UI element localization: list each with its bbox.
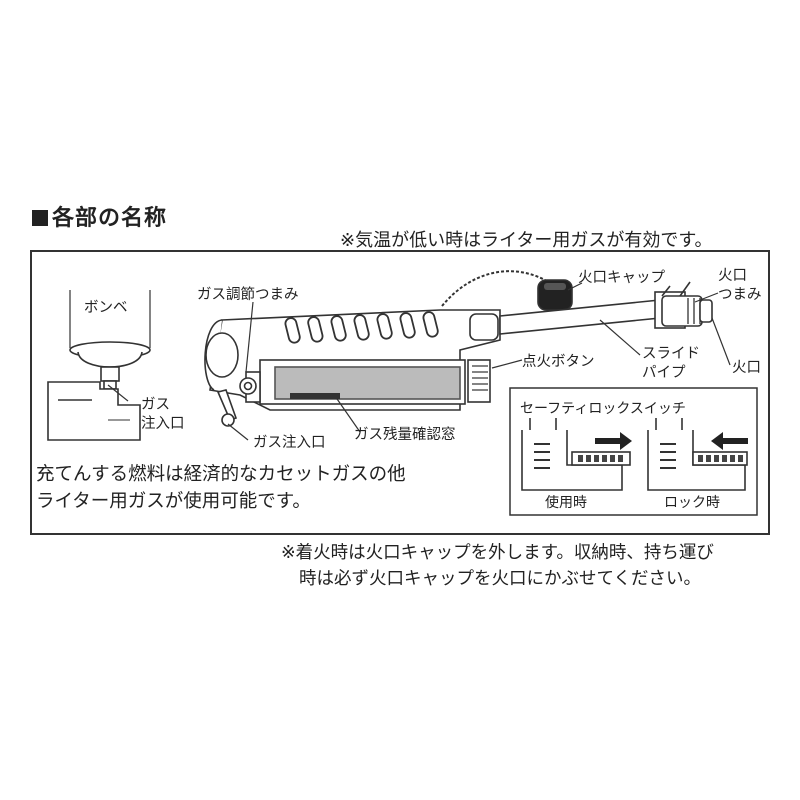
fuel-note-line-2: ライター用ガスが使用可能です。 [36, 491, 311, 512]
safety-lock-inset [509, 387, 758, 516]
arrow-right-icon [595, 432, 632, 450]
arrow-left-icon [711, 432, 748, 450]
title-square-icon [32, 210, 48, 226]
cap-usage-note: ※着火時は火口キャップを外します。収納時、持ち運び 時は必ず火口キャップを火口に… [281, 540, 714, 592]
leader-lines [107, 282, 731, 441]
low-temperature-note: ※気温が低い時はライター用ガスが有効です。 [340, 230, 713, 251]
label-gas-level-window: ガス残量確認窓 [354, 427, 456, 443]
section-title-text: 各部の名称 [52, 206, 168, 231]
label-nozzle-knob: 火口 つまみ [718, 268, 762, 303]
lighter-body-illustration [204, 309, 501, 427]
label-slide-pipe: スライド パイプ [642, 346, 700, 381]
label-ignition-button: 点火ボタン [522, 354, 595, 370]
safety-lock-title: セーフティロックスイッチ [520, 401, 686, 417]
gas-cylinder-illustration [47, 290, 151, 441]
label-gas-inlet-left: ガス 注入口 [141, 397, 185, 432]
fuel-note-line-1: 充てんする燃料は経済的なカセットガスの他 [36, 464, 406, 485]
label-nozzle: 火口 [732, 360, 761, 376]
label-cylinder: ボンベ [84, 300, 128, 316]
safety-lock-locked-label: ロック時 [664, 495, 720, 511]
label-nozzle-cap: 火口キャップ [578, 270, 665, 286]
cap-usage-note-line-2: 時は必ず火口キャップを火口にかぶせてください。 [299, 569, 701, 589]
section-title: 各部の名称 [32, 200, 167, 232]
nozzle-cap-illustration [441, 270, 573, 311]
safety-lock-in-use-label: 使用時 [545, 495, 587, 511]
diagram-frame [30, 250, 770, 535]
label-gas-adjust-knob: ガス調節つまみ [197, 287, 299, 303]
label-gas-inlet-bottom: ガス注入口 [253, 435, 326, 451]
slide-pipe-illustration [499, 281, 713, 335]
fuel-note: 充てんする燃料は経済的なカセットガスの他 ライター用ガスが使用可能です。 [36, 461, 406, 515]
cap-usage-note-line-1: ※着火時は火口キャップを外します。収納時、持ち運び [281, 543, 714, 563]
